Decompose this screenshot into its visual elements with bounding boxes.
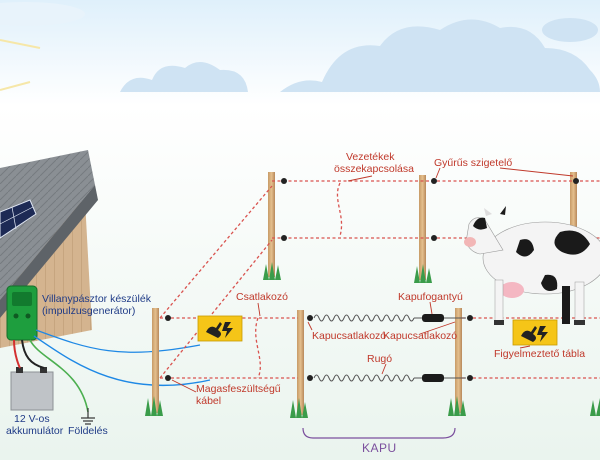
insulator <box>467 375 473 381</box>
insulator <box>307 315 313 321</box>
insulator <box>281 178 287 184</box>
gate-spring <box>313 314 415 322</box>
label-battery-line2: akkumulátor <box>6 425 64 437</box>
warning-signs <box>197 315 558 346</box>
insulator <box>467 315 473 321</box>
insulators <box>165 178 579 381</box>
energizer-device <box>6 285 38 341</box>
label-connector: Csatlakozó <box>236 291 288 303</box>
gate-handle <box>422 314 444 322</box>
electric-hazard-hand-icon <box>197 315 243 342</box>
post <box>268 172 275 277</box>
insulator <box>431 235 437 241</box>
label-warning-sign: Figyelmeztető tábla <box>494 348 585 360</box>
insulator <box>573 178 579 184</box>
label-wire-joint-line1: Vezetékek <box>346 151 395 163</box>
label-ring-insulator: Gyűrűs szigetelő <box>434 157 512 169</box>
gate-bracket <box>302 427 456 439</box>
insulator <box>165 315 171 321</box>
ground-icon <box>81 408 95 425</box>
label-hv-cable-line2: kábel <box>196 395 221 407</box>
post <box>419 175 426 280</box>
leader-lines <box>171 167 574 393</box>
label-energizer-line1: Villanypásztor készülék <box>42 293 152 305</box>
label-gate: KAPU <box>362 441 397 455</box>
post <box>455 308 462 413</box>
gate-handle <box>422 374 444 382</box>
insulator <box>165 375 171 381</box>
label-gate-handle: Kapufogantyú <box>398 291 463 303</box>
post <box>570 172 577 257</box>
post <box>297 310 304 415</box>
label-grounding: Földelés <box>68 425 108 437</box>
label-gate-connector-left: Kapucsatlakozó <box>312 330 386 342</box>
solar-panel-icon <box>0 199 37 239</box>
insulator <box>431 178 437 184</box>
electric-hazard-hand-icon <box>512 319 558 346</box>
clouds <box>0 2 600 92</box>
insulator <box>307 375 313 381</box>
house <box>0 150 98 348</box>
label-battery-line1: 12 V-os <box>14 413 50 425</box>
post <box>152 308 159 413</box>
gate-spring <box>313 374 415 382</box>
label-hv-cable-line1: Magasfeszültségű <box>196 383 281 395</box>
energizer-cables <box>13 329 211 413</box>
label-energizer-line2: (impulzusgenerátor) <box>42 305 135 317</box>
gate-springs <box>313 314 466 382</box>
sun-rays <box>0 39 41 91</box>
insulator <box>281 235 287 241</box>
label-wire-joint-line2: összekapcsolása <box>334 163 414 175</box>
gate-handles <box>422 314 444 382</box>
battery <box>10 367 54 411</box>
label-spring: Rugó <box>367 353 392 365</box>
fence-posts <box>152 172 577 415</box>
label-gate-connector-right: Kapucsatlakozó <box>383 330 457 342</box>
cow <box>464 206 600 325</box>
